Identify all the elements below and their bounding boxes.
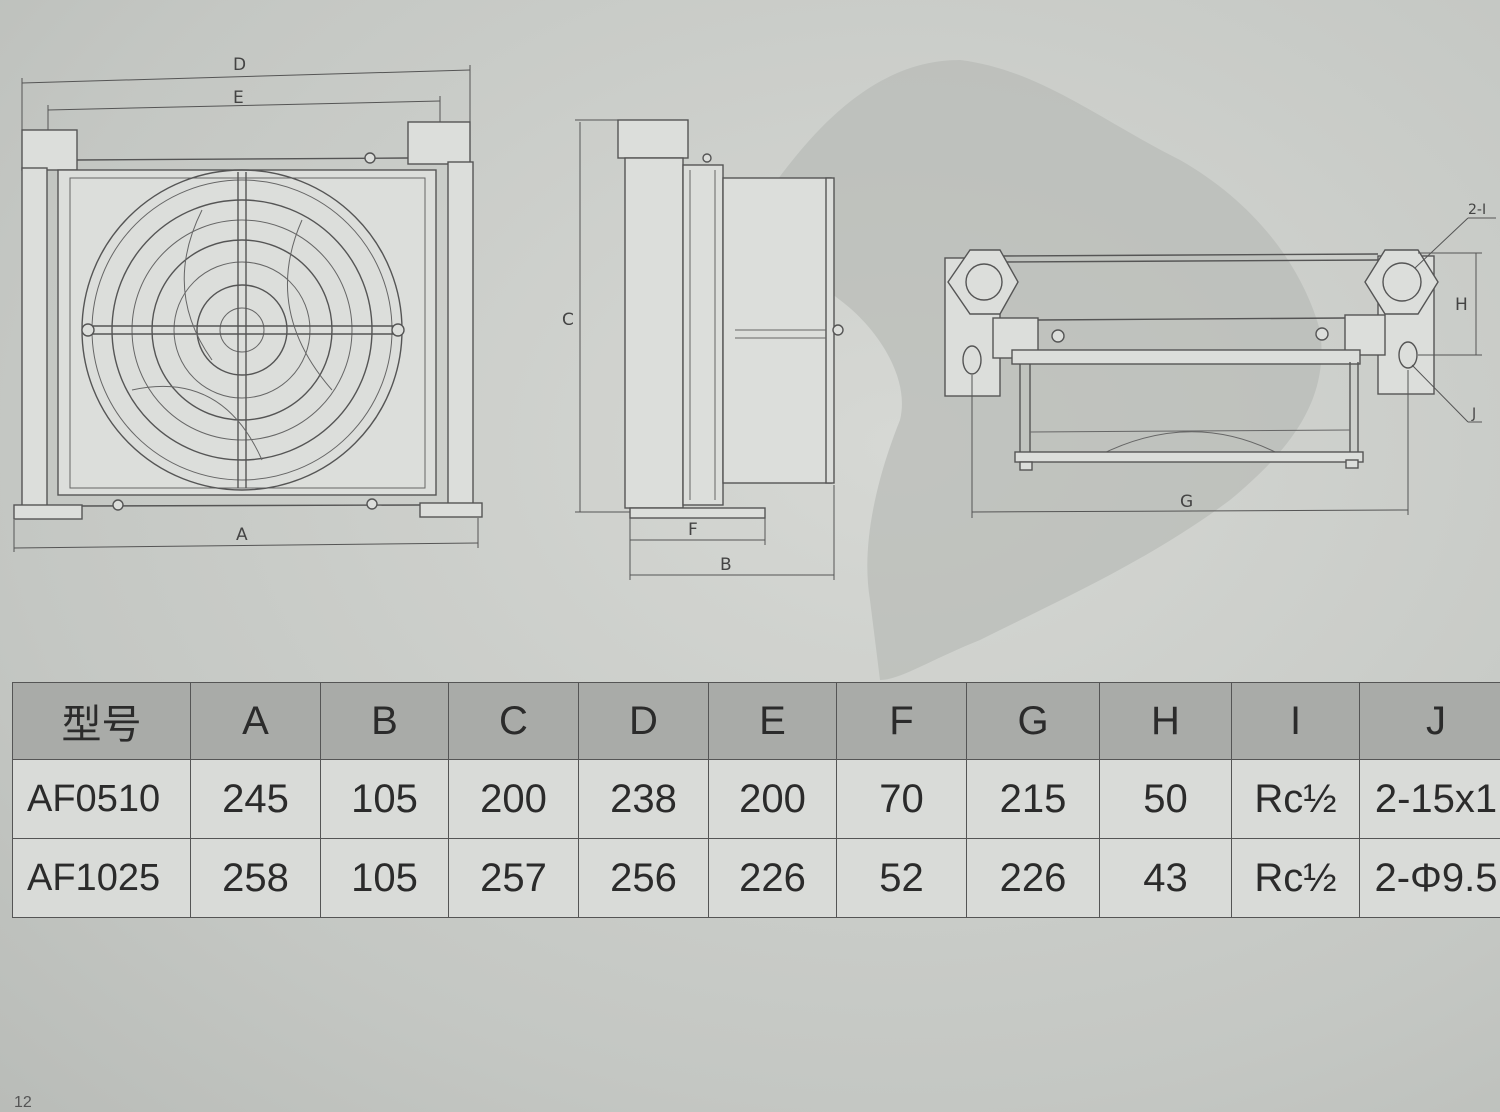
header-D: D [578, 682, 709, 760]
cell-D: 238 [578, 759, 709, 839]
cell-I: Rc½ [1231, 838, 1360, 918]
cell-model: AF1025 [12, 838, 191, 918]
cell-A: 258 [190, 838, 321, 918]
dim-label-A: A [236, 525, 248, 545]
header-I: I [1231, 682, 1360, 760]
cell-I: Rc½ [1231, 759, 1360, 839]
cell-E: 200 [708, 759, 837, 839]
cell-J: 2-Φ9.5 [1359, 838, 1500, 918]
header-A: A [190, 682, 321, 760]
dim-label-E: E [233, 88, 244, 108]
header-G: G [966, 682, 1100, 760]
cell-H: 43 [1099, 838, 1232, 918]
front-view: D E [13, 55, 483, 552]
dim-label-I: 2-I [1468, 202, 1486, 218]
header-E: E [708, 682, 837, 760]
table-row: AF0510 245 105 200 238 200 70 215 50 Rc½… [12, 759, 1500, 839]
dim-label-H: H [1455, 295, 1468, 315]
header-model: 型号 [12, 682, 191, 760]
cell-A: 245 [190, 759, 321, 839]
header-C: C [448, 682, 579, 760]
table-row: AF1025 258 105 257 256 226 52 226 43 Rc½… [12, 838, 1500, 918]
side-view: C F B [562, 119, 844, 580]
cell-J: 2-15x1 [1359, 759, 1500, 839]
map-background [770, 60, 1322, 680]
cell-model: AF0510 [12, 759, 191, 839]
cell-G: 226 [966, 838, 1100, 918]
cell-F: 70 [836, 759, 967, 839]
table-header-row: 型号 A B C D E F G H I J [12, 682, 1500, 760]
dim-label-G: G [1180, 492, 1193, 512]
dim-label-C: C [562, 310, 574, 330]
cell-H: 50 [1099, 759, 1232, 839]
cell-C: 200 [448, 759, 579, 839]
dim-label-B: B [720, 555, 732, 575]
cell-C: 257 [448, 838, 579, 918]
dim-label-D: D [233, 55, 246, 75]
header-B: B [320, 682, 449, 760]
technical-drawings: D E [13, 55, 1496, 680]
top-view: G H 2-I J [944, 202, 1496, 518]
cell-D: 256 [578, 838, 709, 918]
spec-table: 型号 A B C D E F G H I J AF0510 245 105 20… [12, 682, 1500, 918]
header-H: H [1099, 682, 1232, 760]
dim-label-F: F [688, 520, 698, 540]
cell-F: 52 [836, 838, 967, 918]
cell-E: 226 [708, 838, 837, 918]
header-J: J [1359, 682, 1500, 760]
header-F: F [836, 682, 967, 760]
cell-B: 105 [320, 838, 449, 918]
cell-G: 215 [966, 759, 1100, 839]
page-number: 12 [14, 1094, 32, 1111]
cell-B: 105 [320, 759, 449, 839]
dim-label-J: J [1471, 406, 1476, 422]
